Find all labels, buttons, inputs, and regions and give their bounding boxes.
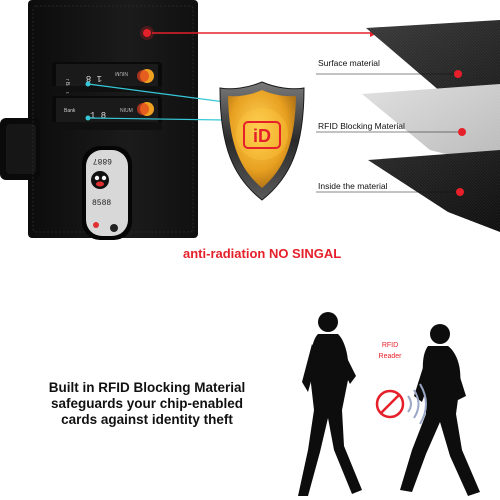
layer-label-surface: Surface material (318, 58, 380, 68)
svg-text:8588: 8588 (92, 199, 111, 208)
shield-connectors (85, 81, 226, 121)
caption-line-3: cards against identity theft (61, 412, 233, 427)
caption-line-1: Built in RFID Blocking Material (48, 380, 246, 395)
svg-text:1 8: 1 8 (90, 111, 106, 121)
rfid-scene (298, 312, 480, 496)
rfid-reader-line-2: Reader (378, 353, 402, 360)
card-slot-1: r Bank 1 8 NIUM (52, 62, 162, 94)
layer-inside (316, 150, 500, 232)
svg-text:6887: 6887 (93, 156, 112, 165)
no-signal-warning: anti-radiation NO SINGAL (183, 246, 342, 261)
rfid-reader-line-1: RFID (381, 342, 399, 349)
svg-text:NIUM: NIUM (115, 70, 128, 76)
svg-text:Bank: Bank (64, 108, 76, 114)
id-window: 6887 8588 (82, 146, 132, 240)
person-right-silhouette (400, 324, 480, 496)
person-left-silhouette (298, 312, 362, 496)
rfid-illustration: r Bank 1 8 NIUM Bank 1 8 NIUM 6887 (0, 0, 500, 240)
layer-label-inside: Inside the material (318, 181, 388, 191)
shield-glyph: iD (253, 126, 271, 146)
shield-icon: iD (219, 81, 305, 201)
svg-text:NIUM: NIUM (120, 108, 133, 114)
svg-text:1 8: 1 8 (86, 73, 102, 83)
rfid-reader-label: RFID Reader (370, 340, 410, 362)
no-signal-icon (375, 389, 405, 419)
feature-caption: Built in RFID Blocking Material safeguar… (12, 380, 282, 428)
card-slot-2: Bank 1 8 NIUM (52, 96, 162, 130)
layer-blocking (316, 84, 500, 168)
material-layers (316, 20, 500, 232)
signal-waves-icon (407, 383, 427, 425)
wallet: r Bank 1 8 NIUM Bank 1 8 NIUM 6887 (0, 0, 198, 240)
caption-line-2: safeguards your chip-enabled (50, 396, 244, 411)
layer-label-blocking: RFID Blocking Material (318, 121, 405, 131)
